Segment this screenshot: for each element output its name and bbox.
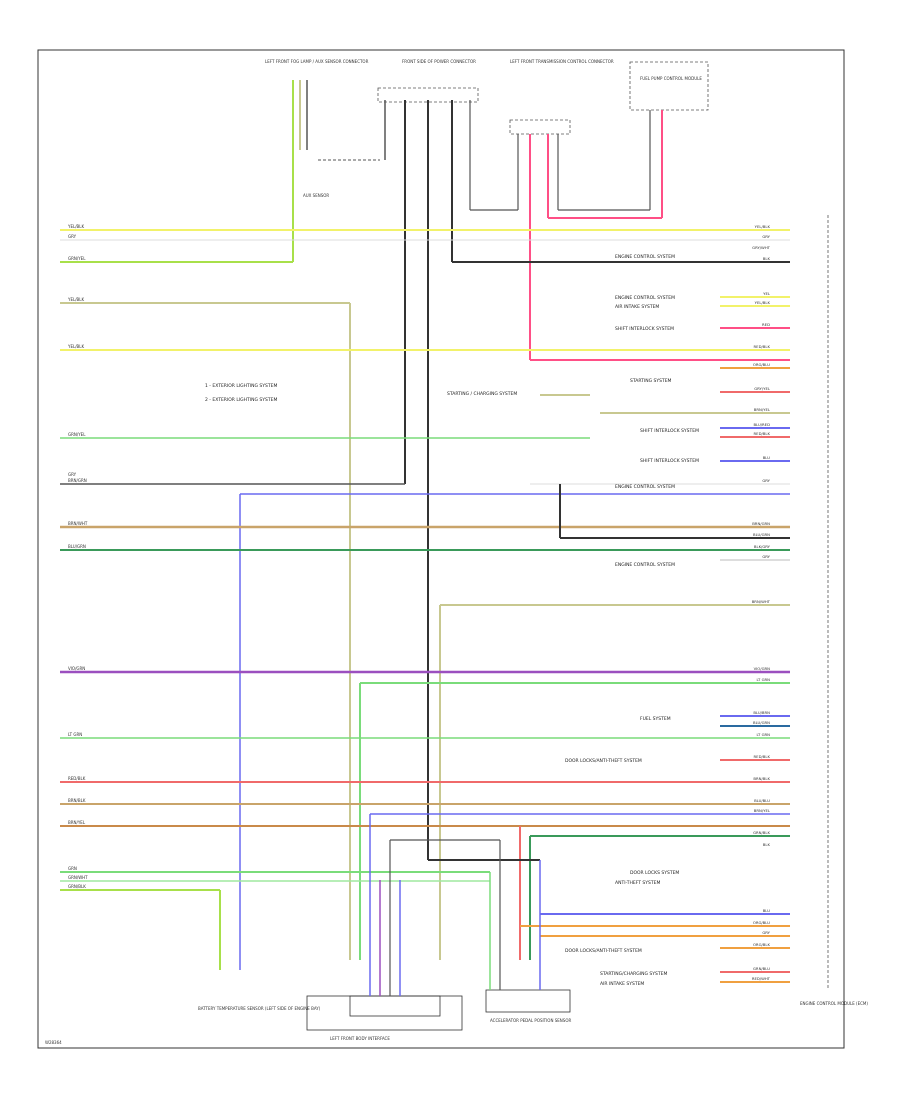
- wire-bundle: [60, 229, 790, 983]
- left-wire-label-1: GRY: [68, 234, 77, 239]
- left-wire-label-16: GRN/WHT: [68, 875, 88, 880]
- bottom-center-connector: LEFT FRONT BODY INTERFACE: [306, 814, 463, 1041]
- right-wire-label-9: GRY/YEL: [754, 386, 771, 391]
- right-wire-label-33: GRY: [762, 930, 770, 935]
- top-center-connector: FRONT SIDE OF POWER CONNECTOR: [377, 59, 479, 860]
- left-wire-label-17: GRN/BLK: [68, 884, 86, 889]
- right-wire-label-30: BLK: [763, 842, 771, 847]
- right-label-3: SHIFT INTERLOCK SYSTEM: [615, 326, 674, 332]
- bottom-left-sensor-label: BATTERY TEMPERATURE SENSOR (LEFT SIDE OF…: [198, 1006, 321, 1011]
- right-label-6: SHIFT INTERLOCK SYSTEM: [640, 458, 699, 464]
- right-labels: ENGINE CONTROL SYSTEM ENGINE CONTROL SYS…: [565, 254, 699, 987]
- top-left-connector: LEFT FRONT FOG LAMP / AUX SENSOR CONNECT…: [265, 59, 380, 262]
- top-left-connector-label: LEFT FRONT FOG LAMP / AUX SENSOR CONNECT…: [265, 59, 369, 64]
- right-label-8: ENGINE CONTROL SYSTEM: [615, 562, 675, 568]
- right-wire-label-7: RED/BLK: [754, 344, 771, 349]
- right-wire-label-27: BLU/BLU: [754, 798, 770, 803]
- left-wire-label-6: GRY: [68, 472, 77, 477]
- bottom-right-connector: ACCELERATOR PEDAL POSITION SENSOR: [485, 840, 571, 1023]
- right-wire-label-19: BRN/WHT: [752, 599, 771, 604]
- fuel-pump-module: FUEL PUMP CONTROL MODULE: [548, 61, 709, 219]
- left-wire-labels: YEL/BLK GRY GRN/YEL YEL/BLK YEL/BLK GRN/…: [67, 224, 88, 889]
- center-system-label: STARTING / CHARGING SYSTEM: [447, 391, 517, 397]
- left-wire-label-13: BRN/BLK: [68, 798, 86, 803]
- right-wire-label-6: RED: [762, 322, 770, 327]
- right-wire-label-10: BRN/YEL: [754, 407, 771, 412]
- right-wire-label-4: YEL: [763, 291, 771, 296]
- left-wire-label-4: YEL/BLK: [67, 344, 85, 349]
- right-wire-label-12: RED/BLK: [754, 431, 771, 436]
- right-wire-label-31: BLU: [763, 908, 771, 913]
- right-label-12: ANTI-THEFT SYSTEM: [615, 880, 660, 886]
- right-wire-label-22: BLU/BRN: [753, 710, 770, 715]
- right-wire-label-28: BRN/YEL: [754, 808, 771, 813]
- right-wire-labels: YEL/BLK GRY GRY/WHT BLK YEL YEL/BLK RED …: [752, 224, 771, 981]
- right-label-1: ENGINE CONTROL SYSTEM: [615, 295, 675, 301]
- right-label-2: AIR INTAKE SYSTEM: [615, 304, 659, 310]
- right-wire-label-23: BLU/GRN: [753, 720, 770, 725]
- bottom-left-sensor: BATTERY TEMPERATURE SENSOR (LEFT SIDE OF…: [198, 1006, 321, 1011]
- corner-code: W28364: [45, 1040, 62, 1045]
- note-2: 2 - EXTERIOR LIGHTING SYSTEM: [205, 397, 277, 403]
- top-center-connector-label: FRONT SIDE OF POWER CONNECTOR: [402, 59, 476, 64]
- right-wire-label-36: RED/WHT: [752, 976, 771, 981]
- right-wire-label-13: BLU: [763, 455, 771, 460]
- right-wire-label-14: GRY: [762, 478, 770, 483]
- right-wire-label-1: GRY: [762, 234, 770, 239]
- left-wire-label-0: YEL/BLK: [67, 224, 85, 229]
- right-label-13: DOOR LOCKS/ANTI-THEFT SYSTEM: [565, 948, 642, 954]
- left-wire-label-15: GRN: [68, 866, 77, 871]
- right-wire-label-15: BRN/GRN: [752, 521, 770, 526]
- right-label-9: FUEL SYSTEM: [640, 716, 671, 722]
- right-label-10: DOOR LOCKS/ANTI-THEFT SYSTEM: [565, 758, 642, 764]
- top-right-connector: LEFT FRONT TRANSMISSION CONTROL CONNECTO…: [470, 59, 614, 360]
- right-wire-label-26: BRN/BLK: [753, 776, 770, 781]
- right-wire-label-35: GRN/BLU: [753, 966, 770, 971]
- right-wire-label-0: YEL/BLK: [755, 224, 771, 229]
- right-wire-label-5: YEL/BLK: [755, 300, 771, 305]
- right-label-5: SHIFT INTERLOCK SYSTEM: [640, 428, 699, 434]
- right-wire-label-21: LT GRN: [756, 677, 770, 682]
- left-wire-label-12: RED/BLK: [68, 776, 86, 781]
- right-wire-label-17: BLK/GRY: [754, 544, 771, 549]
- right-wire-label-3: BLK: [763, 256, 771, 261]
- left-wire-label-5: GRN/YEL: [68, 432, 86, 437]
- left-wire-label-9: BLU/GRN: [68, 544, 86, 549]
- left-wire-label-7: BRN/WHT: [68, 521, 88, 526]
- right-wire-label-11: BLU/RED: [753, 422, 770, 427]
- note-1: 1 - EXTERIOR LIGHTING SYSTEM: [205, 383, 277, 389]
- aux-sensor-label: AUX SENSOR: [303, 193, 329, 198]
- right-label-11: DOOR LOCKS SYSTEM: [630, 870, 679, 876]
- diagram-frame: [37, 49, 845, 1049]
- right-label-15: AIR INTAKE SYSTEM: [600, 981, 644, 987]
- right-wire-label-34: ORG/BLK: [753, 942, 771, 947]
- right-label-14: STARTING/CHARGING SYSTEM: [600, 971, 667, 977]
- right-wire-label-18: GRY: [762, 554, 770, 559]
- right-label-0: ENGINE CONTROL SYSTEM: [615, 254, 675, 260]
- left-wire-label-8: BRN/GRN: [68, 478, 87, 483]
- right-label-4: STARTING SYSTEM: [630, 378, 672, 384]
- top-right-connector-label: LEFT FRONT TRANSMISSION CONTROL CONNECTO…: [510, 59, 614, 64]
- right-wire-label-2: GRY/WHT: [752, 245, 771, 250]
- right-wire-label-29: GRN/BLK: [753, 830, 770, 835]
- right-wire-label-24: LT GRN: [756, 732, 770, 737]
- ecm-label: ENGINE CONTROL MODULE (ECM): [800, 1001, 868, 1006]
- left-wire-label-2: GRN/YEL: [68, 256, 86, 261]
- right-wire-label-8: ORG/BLU: [753, 362, 770, 367]
- right-wire-label-20: VIO/GRN: [754, 666, 771, 671]
- bottom-center-connector-label: LEFT FRONT BODY INTERFACE: [330, 1036, 390, 1041]
- left-wire-label-14: BRN/YEL: [68, 820, 86, 825]
- fuel-pump-module-label: FUEL PUMP CONTROL MODULE: [640, 76, 702, 81]
- right-label-7: ENGINE CONTROL SYSTEM: [615, 484, 675, 490]
- right-wire-label-16: BLU/GRN: [753, 532, 770, 537]
- bottom-right-connector-label: ACCELERATOR PEDAL POSITION SENSOR: [490, 1018, 571, 1023]
- right-wire-label-32: ORG/BLU: [753, 920, 770, 925]
- right-wire-label-25: RED/BLK: [754, 754, 771, 759]
- left-wire-label-11: LT GRN: [68, 732, 82, 737]
- left-wire-label-3: YEL/BLK: [67, 297, 85, 302]
- left-wire-label-10: VIO/GRN: [68, 666, 85, 671]
